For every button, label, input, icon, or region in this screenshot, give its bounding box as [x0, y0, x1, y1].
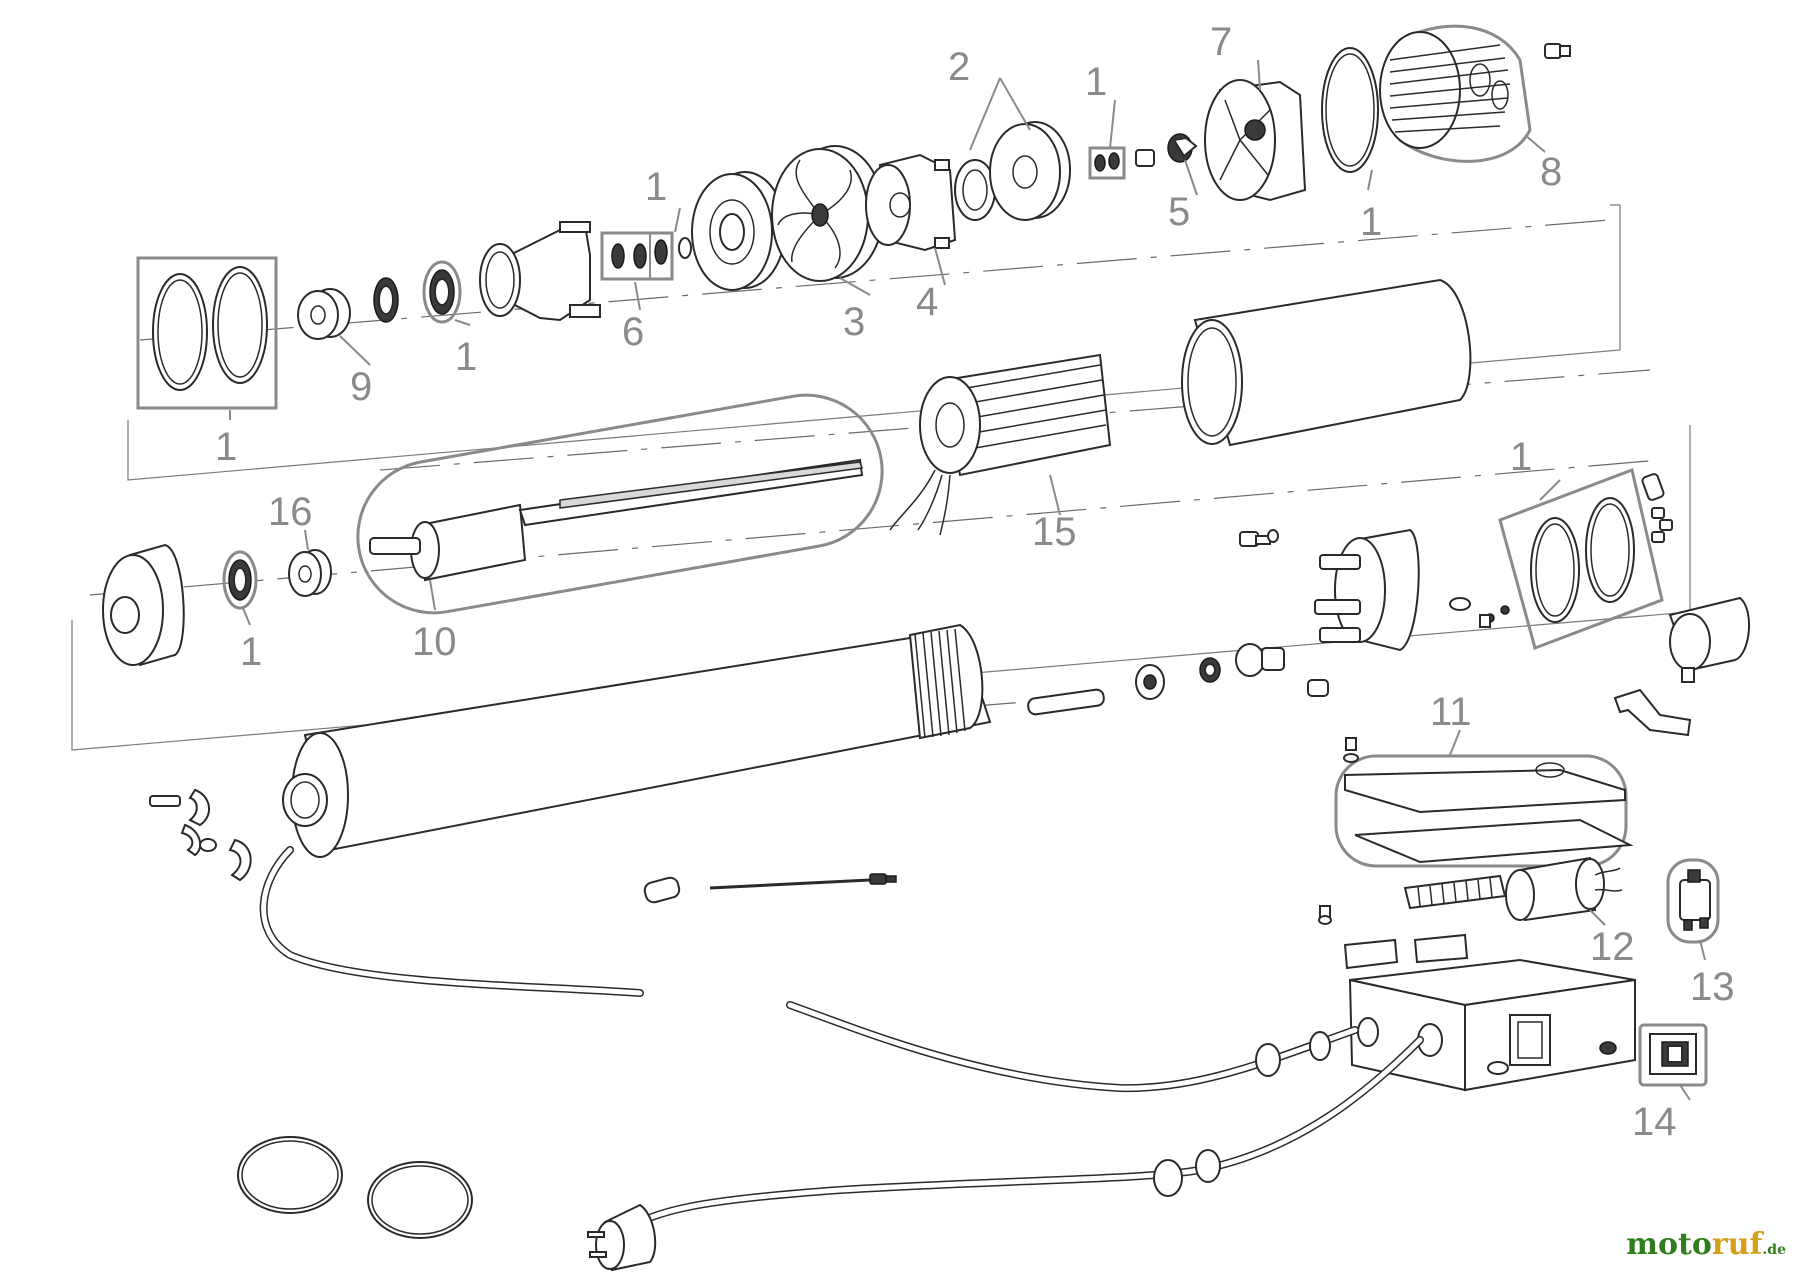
callout-1: 1 [1360, 200, 1382, 244]
watermark-part1: moto [1626, 1227, 1712, 1262]
callout-16: 16 [268, 490, 313, 534]
control-box-lid [1334, 737, 1634, 868]
callout-1: 1 [645, 165, 667, 209]
callout-4: 4 [916, 280, 938, 324]
inlet-strainer [1379, 24, 1532, 163]
housing-clamps [149, 788, 252, 882]
motor-top-plate [1314, 528, 1420, 652]
power-cable-left [259, 846, 644, 997]
seal-frame-left [136, 256, 278, 410]
cable-clamps-box [1318, 905, 1469, 970]
nut-set-top [1088, 146, 1155, 180]
terminal-block [1403, 874, 1507, 910]
mains-cable [616, 1036, 1424, 1239]
callout-10: 10 [412, 620, 457, 664]
power-switch [1599, 1023, 1708, 1087]
callout-12: 12 [1590, 925, 1635, 969]
watermark-part3: .de [1762, 1242, 1786, 1258]
callout-6: 6 [622, 310, 644, 354]
seal-ring-small [373, 277, 399, 323]
callout-8: 8 [1540, 150, 1562, 194]
cable-sleeves [1641, 473, 1673, 543]
motor-sleeve [1181, 278, 1472, 447]
cable-connector [643, 873, 897, 904]
callout-1: 1 [1510, 435, 1532, 479]
shaft-coupling [1167, 133, 1198, 163]
cable-gland [1668, 596, 1751, 683]
callout-9: 9 [350, 365, 372, 409]
inlet-housing [1204, 79, 1307, 202]
impeller-cover [865, 153, 957, 252]
bearing-left [222, 550, 258, 610]
capacitor [1505, 856, 1623, 922]
callout-13: 13 [1690, 965, 1735, 1009]
small-screws [1239, 529, 1510, 628]
mains-plug [587, 1203, 657, 1272]
callout-3: 3 [843, 300, 865, 344]
callout-14: 14 [1632, 1100, 1677, 1144]
callout-numbers: 1 1 1 1 1 1 1 1 2 3 4 5 6 7 8 9 10 11 12… [215, 20, 1735, 1144]
callout-11: 11 [1430, 690, 1472, 734]
impeller [771, 145, 884, 282]
watermark-part2: ruf [1711, 1227, 1763, 1262]
shaft-seal-set [600, 231, 692, 281]
o-ring-top [1321, 47, 1379, 173]
callout-15: 15 [1032, 510, 1077, 554]
stator-coil [889, 353, 1112, 536]
callout-7: 7 [1210, 20, 1232, 64]
mounting-clip [1613, 688, 1692, 737]
callout-2: 2 [948, 45, 970, 89]
seal-frame-right [1498, 467, 1664, 650]
callout-1: 1 [215, 425, 237, 469]
callout-1: 1 [1085, 60, 1107, 104]
shaft-seal-middle [1027, 643, 1329, 716]
spacer-16 [288, 549, 332, 597]
rotor-shaft [356, 393, 884, 615]
diffuser-disc [691, 171, 786, 291]
cable-to-box [786, 1001, 1359, 1093]
callout-1: 1 [240, 630, 262, 674]
control-box [1348, 958, 1636, 1092]
spare-o-rings [237, 1136, 473, 1239]
callout-5: 5 [1168, 190, 1190, 234]
brand-watermark: motoruf.de [1626, 1227, 1786, 1262]
callout-1: 1 [455, 335, 477, 379]
end-cap [102, 543, 185, 667]
spacer-bushing [297, 288, 351, 340]
motor-housing [282, 623, 992, 858]
strainer-screw [1544, 43, 1571, 59]
pump-housing-upper [479, 221, 601, 322]
bearing-top [422, 260, 462, 324]
leader-lines [229, 59, 1706, 1101]
spacer-rings [954, 121, 1071, 221]
overload-switch [1666, 858, 1720, 944]
